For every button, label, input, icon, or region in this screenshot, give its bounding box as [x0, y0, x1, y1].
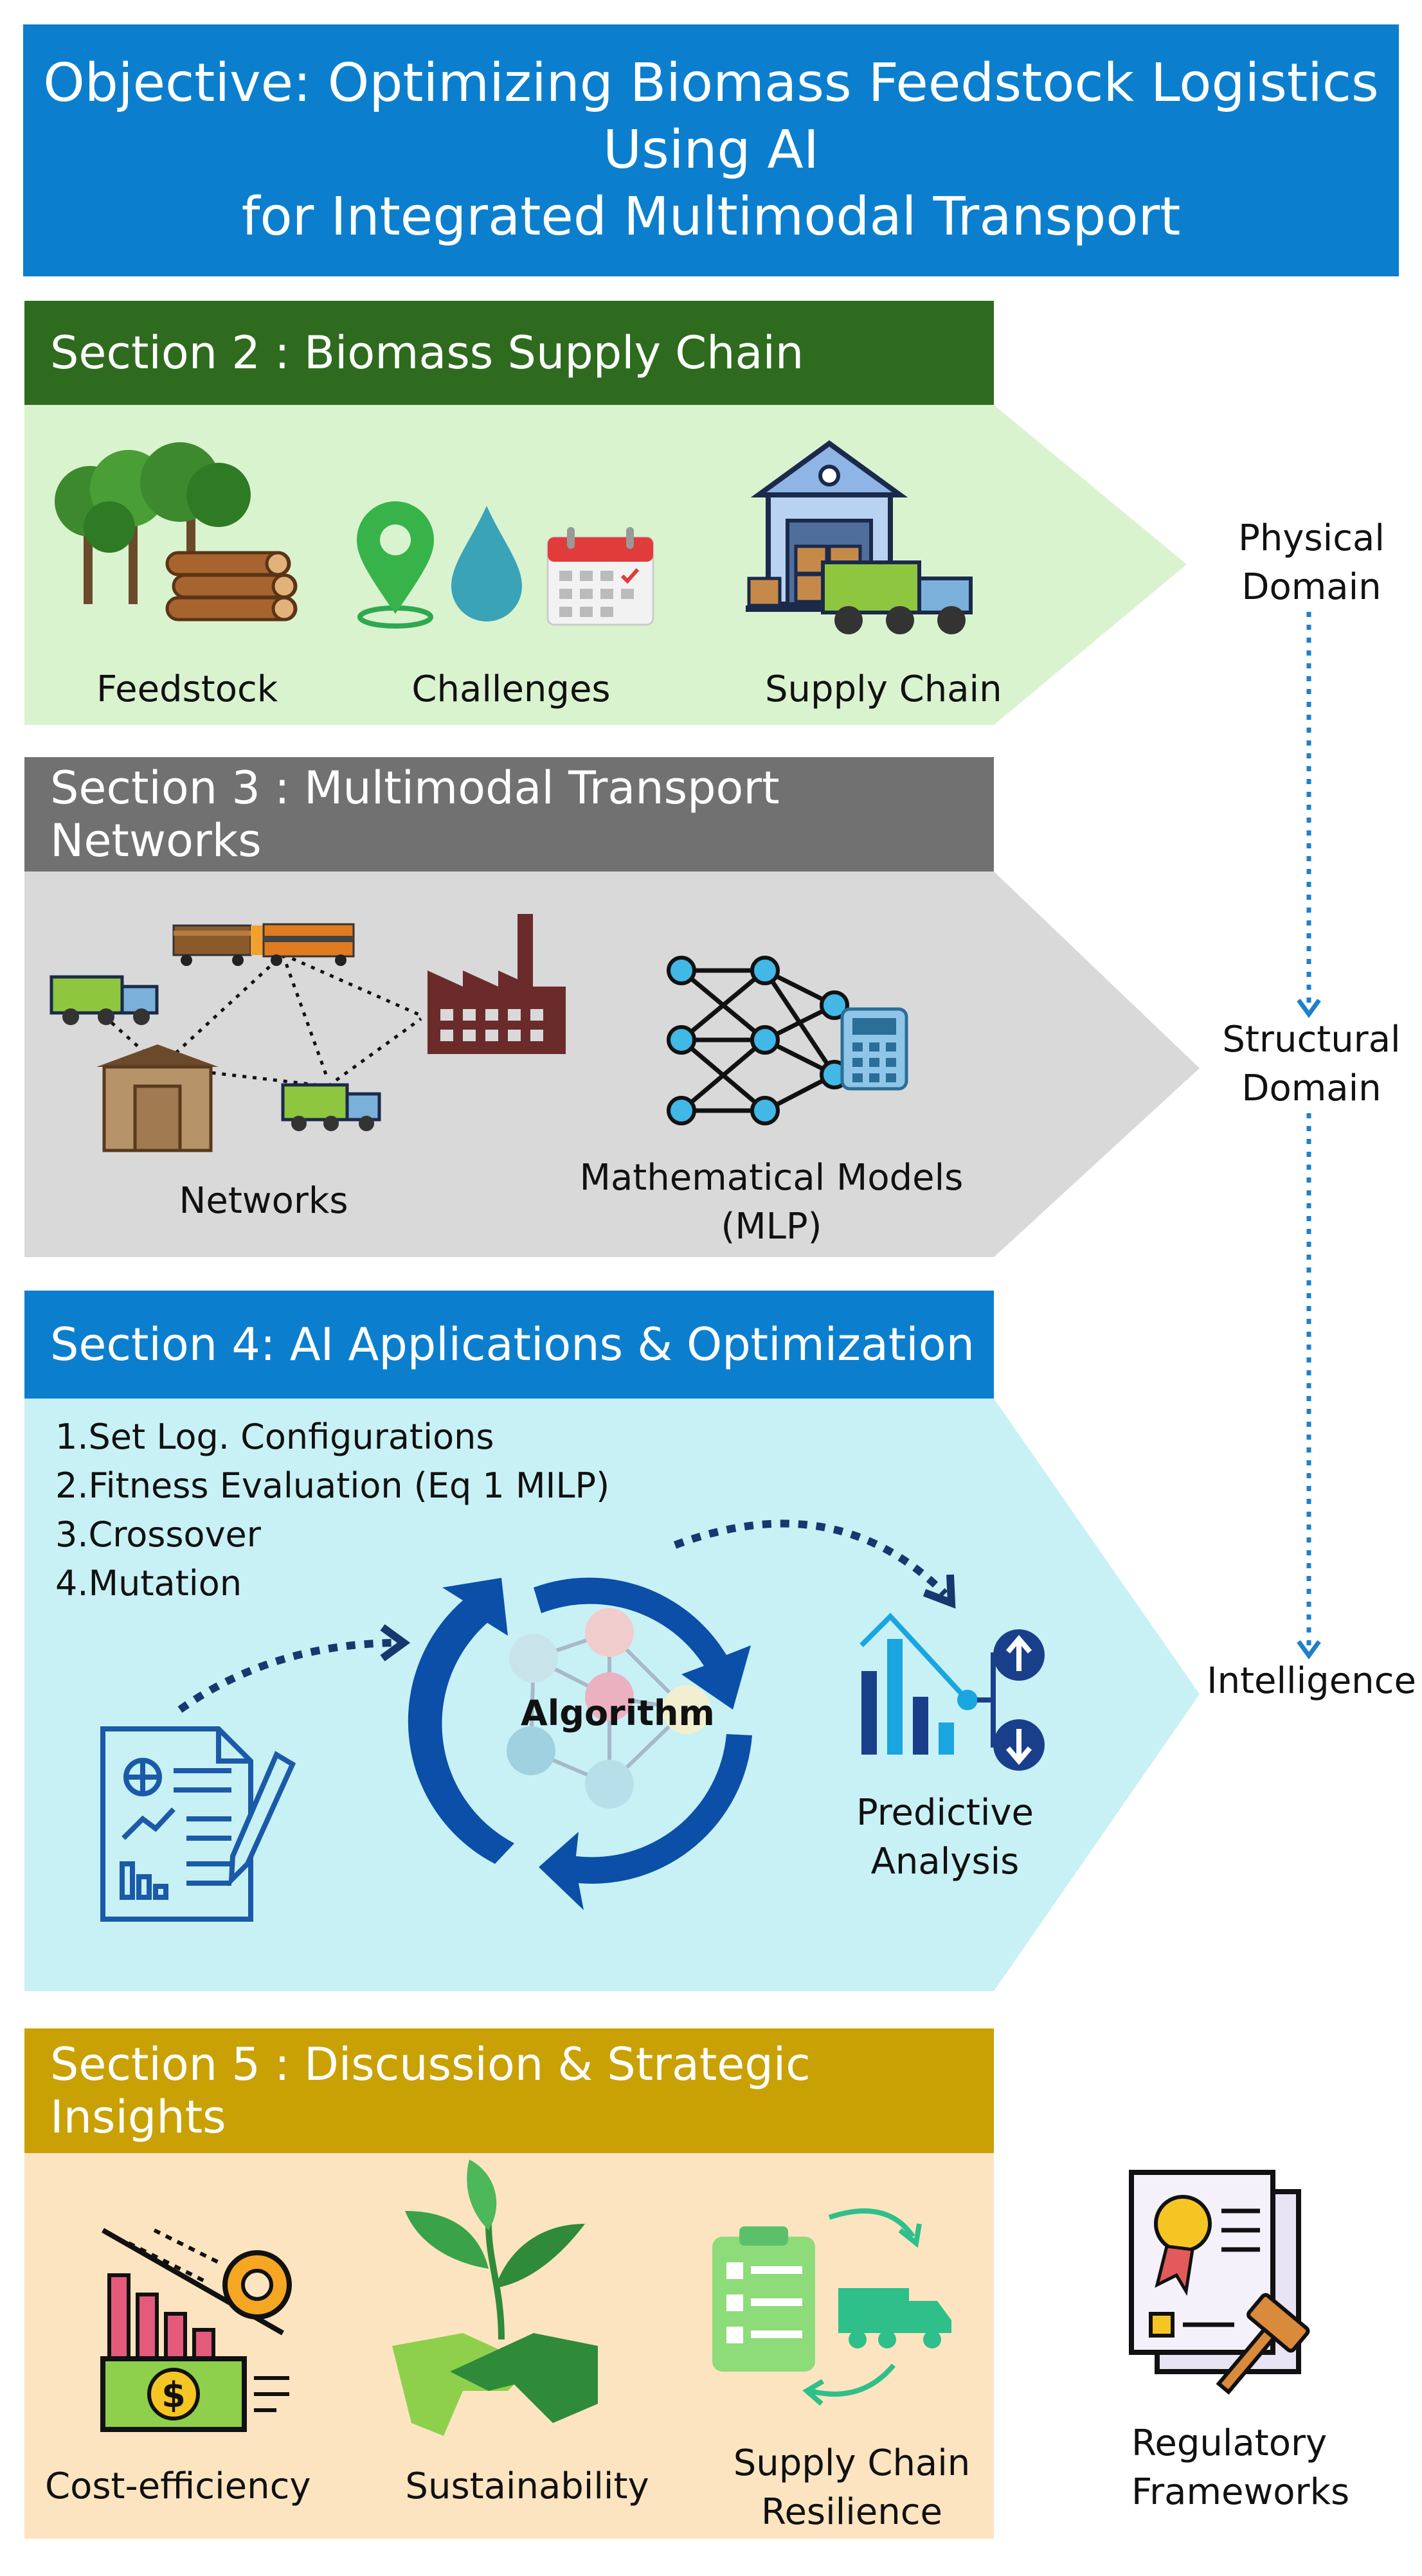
predictive-label: Predictive	[856, 1792, 1034, 1834]
factory-icon	[428, 914, 566, 1054]
shed-icon	[96, 1044, 219, 1152]
location-pin-icon	[357, 501, 434, 629]
feedstock-label: Feedstock	[96, 668, 278, 710]
transport-network-diagram	[50, 914, 566, 1152]
section3-header: Section 3 : Multimodal Transport Network…	[24, 757, 994, 872]
train-icon	[172, 923, 355, 966]
frameworks-word: Frameworks	[1131, 2471, 1350, 2513]
section4-title: Section 4: AI Applications & Optimizatio…	[50, 1318, 975, 1371]
challenges-label: Challenges	[411, 668, 611, 710]
mathematical-models-label: Mathematical Models	[579, 1157, 964, 1199]
mlp-label: (MLP)	[721, 1206, 822, 1248]
objective-line-2: for Integrated Multimodal Transport	[241, 186, 1181, 247]
networks-label: Networks	[179, 1180, 348, 1222]
physical-word: Physical	[1238, 517, 1385, 559]
water-drop-icon	[451, 506, 522, 622]
cost-efficiency-icon: $	[100, 2228, 292, 2432]
step-4: 4.Mutation	[55, 1563, 242, 1604]
step-3: 3.Crossover	[55, 1514, 261, 1555]
step-2: 2.Fitness Evaluation (Eq 1 MILP)	[55, 1465, 610, 1506]
neural-network-icon	[667, 956, 908, 1125]
calendar-icon	[546, 527, 654, 626]
analysis-label: Analysis	[870, 1841, 1020, 1883]
truck-icon-1	[50, 975, 159, 1025]
svg-text:$: $	[161, 2375, 186, 2415]
regulatory-word: Regulatory	[1131, 2422, 1328, 2464]
resilience-icon	[712, 2208, 951, 2406]
dashed-arrow-right	[673, 1519, 948, 1597]
supply-chain-label: Supply Chain	[765, 668, 1002, 710]
section2-title: Section 2 : Biomass Supply Chain	[50, 326, 804, 379]
domain-word-1: Domain	[1241, 566, 1382, 608]
sustainability-label: Sustainability	[405, 2465, 649, 2507]
feedstock-icon	[55, 442, 298, 622]
structural-word: Structural	[1222, 1019, 1401, 1060]
algorithm-network-icon	[507, 1608, 711, 1809]
dashed-arrow-left	[177, 1639, 393, 1713]
truck-icon-2	[281, 1083, 381, 1131]
predictive-analysis-icon	[860, 1613, 1045, 1771]
step-1: 1.Set Log. Configurations	[55, 1417, 494, 1457]
objective-line-1: Objective: Optimizing Biomass Feedstock …	[43, 53, 1379, 181]
cycle-arrows-icon	[408, 1577, 752, 1910]
regulatory-frameworks-label: Regulatory Frameworks	[1131, 2419, 1350, 2517]
calculator-icon	[840, 1007, 908, 1091]
physical-domain-label: Physical Domain	[1209, 514, 1414, 612]
warehouse-truck-icon	[746, 440, 973, 634]
objective-banner: Objective: Optimizing Biomass Feedstock …	[23, 24, 1399, 276]
section4-header: Section 4: AI Applications & Optimizatio…	[24, 1291, 994, 1399]
structural-domain-label: Structural Domain	[1209, 1015, 1414, 1113]
supply-chain-resilience-label-1: Supply Chain	[733, 2442, 971, 2484]
section3-panel	[24, 872, 1200, 1257]
section5-title: Section 5 : Discussion & Strategic Insig…	[50, 2038, 811, 2143]
supply-chain-resilience-label-2: Resilience	[761, 2491, 942, 2533]
regulatory-frameworks-icon	[1129, 2170, 1310, 2395]
domain-word-2: Domain	[1241, 1068, 1382, 1109]
algorithm-label: Algorithm	[521, 1693, 715, 1733]
report-document-icon	[100, 1726, 296, 1922]
section3-title: Section 3 : Multimodal Transport Network…	[50, 762, 780, 867]
sustainability-icon	[392, 2160, 598, 2436]
section5-header: Section 5 : Discussion & Strategic Insig…	[24, 2028, 994, 2153]
intelligence-label: Intelligence	[1207, 1660, 1416, 1702]
section2-header: Section 2 : Biomass Supply Chain	[24, 301, 994, 405]
cost-efficiency-label: Cost-efficiency	[45, 2465, 311, 2507]
optimization-steps: 1.Set Log. Configurations 2.Fitness Eval…	[55, 1413, 609, 1608]
